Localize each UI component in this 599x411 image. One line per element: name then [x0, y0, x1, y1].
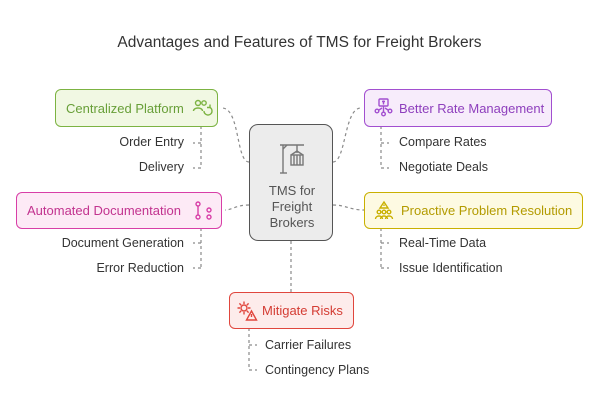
crane-container-icon [280, 144, 304, 174]
gear-warning-icon [237, 301, 258, 321]
card-mitigate-risks: Mitigate Risks [229, 292, 354, 329]
card-centralized-platform: Centralized Platform [55, 89, 218, 127]
people-sync-icon [192, 99, 213, 116]
list-item: Contingency Plans [265, 363, 370, 377]
card-better-rate-management: Better Rate Management [364, 89, 552, 127]
center-label-line: Brokers [269, 215, 315, 230]
card-label: Centralized Platform [66, 100, 184, 116]
list-item: Carrier Failures [265, 338, 352, 352]
card-proactive-problem-resolution: Proactive Problem Resolution [364, 192, 583, 229]
list-item: Compare Rates [399, 135, 487, 149]
money-network-icon [374, 98, 393, 117]
card-automated-documentation: Automated Documentation [16, 192, 222, 229]
center-label-line: TMS for [268, 183, 316, 198]
list-item: Order Entry [119, 135, 184, 149]
card-label: Mitigate Risks [262, 303, 343, 318]
diagram-title: Advantages and Features of TMS for Freig… [117, 34, 482, 51]
list-item: Document Generation [61, 236, 184, 250]
list-item: Issue Identification [399, 261, 503, 275]
card-label: Automated Documentation [27, 203, 181, 218]
card-label: Better Rate Management [399, 100, 545, 116]
card-label: Proactive Problem Resolution [401, 203, 573, 218]
team-alert-icon [374, 200, 394, 220]
center-node: TMS for Freight Brokers [249, 124, 333, 241]
list-item: Error Reduction [96, 261, 184, 275]
center-label-line: Freight [271, 199, 313, 214]
workflow-icon [195, 201, 212, 220]
list-item: Delivery [138, 160, 184, 174]
list-item: Negotiate Deals [399, 160, 488, 174]
list-item: Real-Time Data [399, 236, 487, 250]
